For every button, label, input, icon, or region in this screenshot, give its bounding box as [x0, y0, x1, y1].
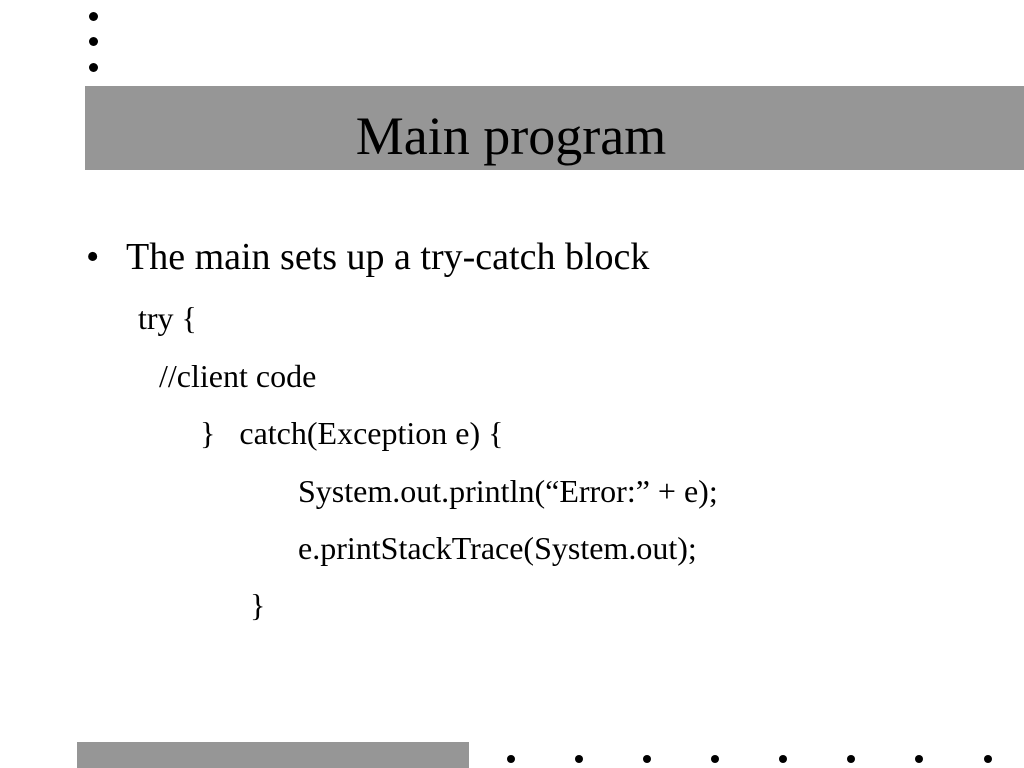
bullet-text: The main sets up a try-catch block [126, 236, 650, 278]
dot [507, 755, 515, 763]
dot [847, 755, 855, 763]
footer-bar [77, 742, 469, 768]
code-line: try { [138, 300, 197, 336]
dot [89, 12, 98, 21]
dot [643, 755, 651, 763]
code-line: e.printStackTrace(System.out); [298, 530, 697, 566]
slide-title: Main program [355, 106, 667, 166]
title-bar [85, 86, 1024, 170]
dot [575, 755, 583, 763]
dot [779, 755, 787, 763]
dot [89, 63, 98, 72]
dot [89, 37, 98, 46]
dot [711, 755, 719, 763]
code-line: //client code [159, 358, 317, 394]
dot [915, 755, 923, 763]
code-line: System.out.println(“Error:” + e); [298, 473, 718, 509]
code-line: } [250, 587, 266, 623]
code-line: } catch(Exception e) { [200, 415, 504, 451]
dot [984, 755, 992, 763]
bullet-marker: • [86, 236, 100, 278]
